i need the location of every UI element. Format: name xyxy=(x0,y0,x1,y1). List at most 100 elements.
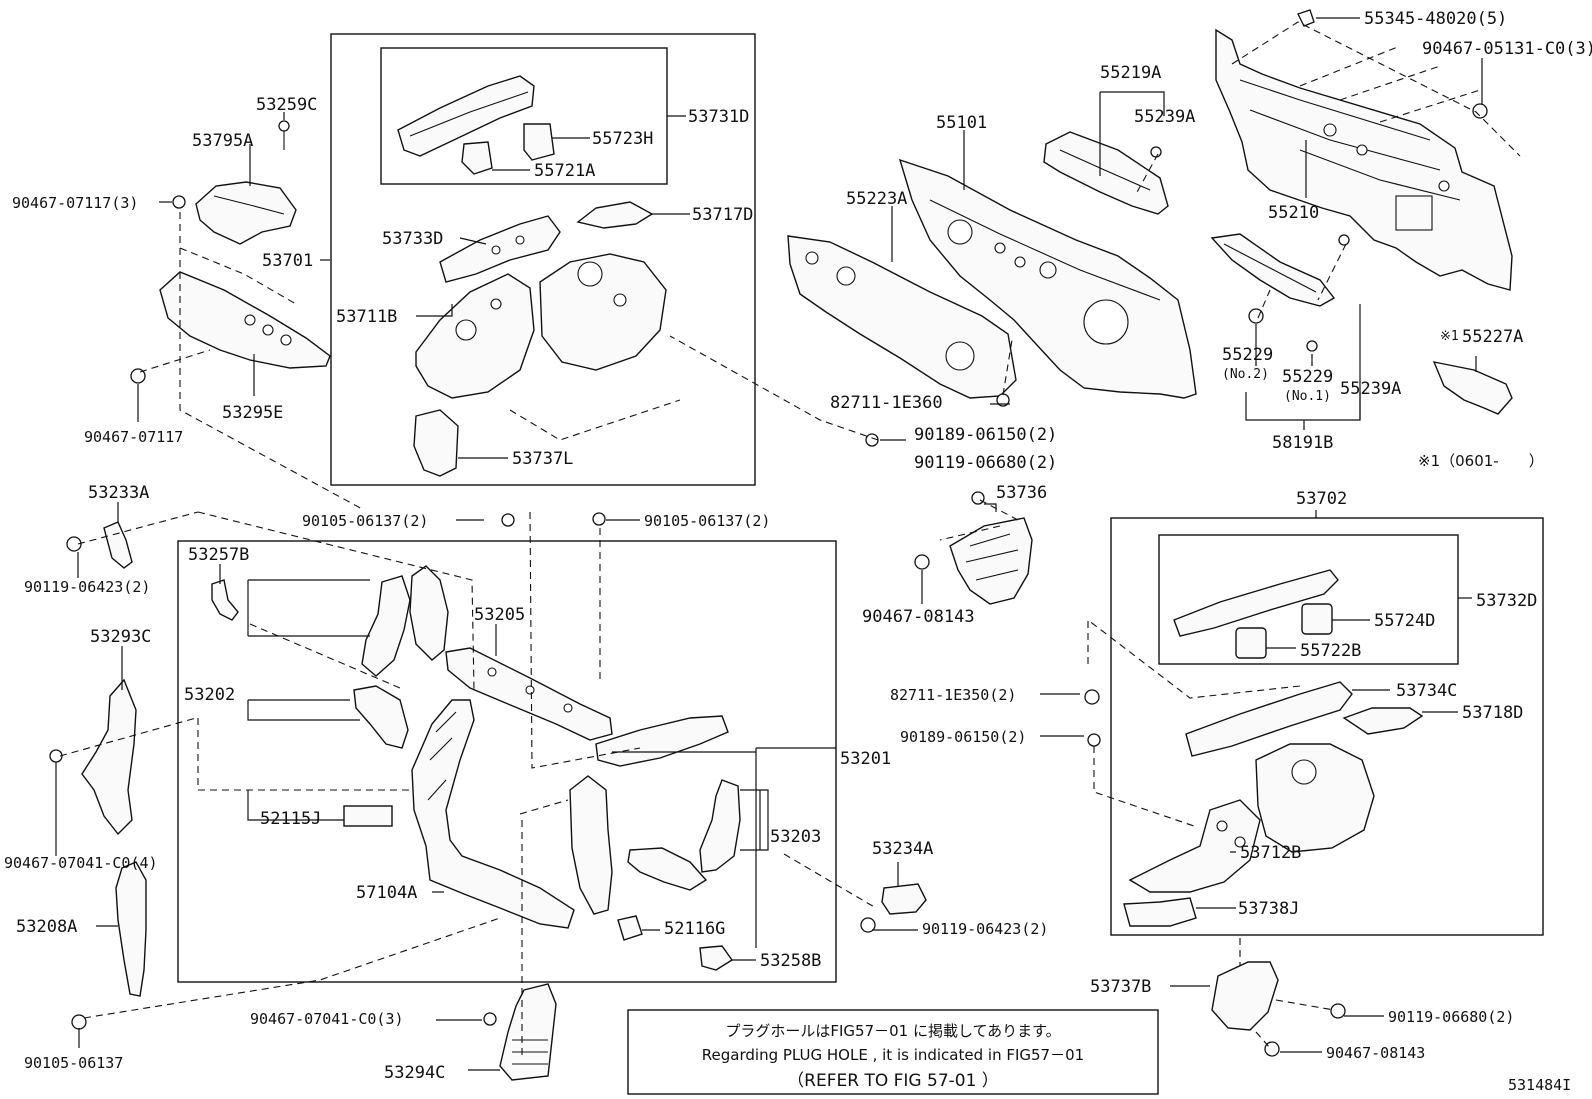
label-58191B: 58191B xyxy=(1272,433,1333,453)
label-55239A-top: 55239A xyxy=(1134,107,1195,127)
label-55219A: 55219A xyxy=(1100,63,1161,83)
label-90105-06137-a: 90105-06137(2) xyxy=(302,512,428,530)
label-53731D: 53731D xyxy=(688,107,749,127)
part-53717D xyxy=(576,201,654,229)
note-line-2: Regarding PLUG HOLE , it is indicated in… xyxy=(702,1046,1084,1064)
part-52115J xyxy=(343,805,393,827)
label-55229-no2: 55229 xyxy=(1222,345,1273,365)
part-53257B xyxy=(211,579,239,621)
label-90105-06137-b: 90105-06137(2) xyxy=(644,512,770,530)
label-53202: 53202 xyxy=(184,685,235,705)
label-53294C: 53294C xyxy=(384,1063,445,1083)
part-55210 xyxy=(1215,28,1513,291)
note-line-3: （REFER TO FIG 57-01 ） xyxy=(787,1071,999,1091)
part-55721A xyxy=(461,141,493,175)
part-55227A xyxy=(1432,361,1513,415)
part-53201-col xyxy=(569,775,613,915)
part-52116G xyxy=(617,915,643,941)
label-53257B: 53257B xyxy=(188,545,249,565)
label-55229-no1-sub: (No.1) xyxy=(1284,389,1331,404)
plug-hole-note: プラグホールはFIG57－01 に掲載してあります。 Regarding PLU… xyxy=(627,1009,1159,1095)
label-53203: 53203 xyxy=(770,827,821,847)
part-55101 xyxy=(898,158,1197,399)
label-53233A: 53233A xyxy=(88,483,149,503)
part-53258B xyxy=(699,945,734,971)
part-55722B xyxy=(1235,627,1267,659)
part-53208A xyxy=(115,861,147,997)
label-90119-06680-bot: 90119-06680(2) xyxy=(1388,1008,1514,1026)
label-53738J: 53738J xyxy=(1238,899,1299,919)
part-53201-right xyxy=(595,715,729,767)
note-line-1: プラグホールはFIG57－01 に掲載してあります。 xyxy=(725,1022,1060,1040)
label-90467-07041-4: 90467-07041-C0(4) xyxy=(4,854,158,872)
label-90467-08143-bot: 90467-08143 xyxy=(1326,1044,1425,1062)
label-53717D: 53717D xyxy=(692,205,753,225)
label-53795A: 53795A xyxy=(192,131,253,151)
part-53737B xyxy=(1211,961,1279,1031)
leader-lines xyxy=(55,17,1483,1071)
label-90467-05131: 90467-05131-C0(3) xyxy=(1422,39,1592,59)
label-90467-07117-3: 90467-07117(3) xyxy=(12,194,138,212)
part-53293C xyxy=(81,678,137,836)
label-55229-no2-sub: (No.2) xyxy=(1222,367,1269,382)
label-90119-06423-left: 90119-06423(2) xyxy=(24,578,150,596)
label-57104A: 57104A xyxy=(356,883,417,903)
label-55210: 55210 xyxy=(1268,203,1319,223)
part-53202-lower xyxy=(353,685,409,749)
part-shapes xyxy=(81,28,1513,1081)
label-53205: 53205 xyxy=(474,605,525,625)
part-wheelhouse-right xyxy=(1255,743,1375,853)
part-53731D xyxy=(397,75,535,157)
part-53718D xyxy=(1342,707,1424,735)
part-55724D xyxy=(1301,603,1333,635)
label-53736: 53736 xyxy=(996,483,1047,503)
label-55239A-bot: 55239A xyxy=(1340,379,1401,399)
part-53738J xyxy=(1123,897,1197,927)
label-55723H: 55723H xyxy=(592,129,653,149)
label-53201: 53201 xyxy=(840,749,891,769)
part-53234A xyxy=(881,883,927,915)
part-53233A xyxy=(103,521,133,569)
label-55229-no1: 55229 xyxy=(1282,367,1333,387)
part-55219A xyxy=(1043,131,1169,215)
part-53732D xyxy=(1173,569,1339,637)
group-box-53732D xyxy=(1158,534,1459,665)
label-82711-1E360: 82711-1E360 xyxy=(830,393,943,413)
part-53202-upper xyxy=(361,575,411,677)
label-53718D: 53718D xyxy=(1462,703,1523,723)
label-53737L: 53737L xyxy=(512,449,573,469)
part-53202-side xyxy=(409,565,449,661)
label-53259C: 53259C xyxy=(256,95,317,115)
label-90105-06137: 90105-06137 xyxy=(24,1054,123,1072)
assembly-lines xyxy=(59,21,1521,1060)
part-53712B xyxy=(1128,799,1261,893)
label-53258B: 53258B xyxy=(760,951,821,971)
group-box-53201 xyxy=(177,540,837,983)
part-52116G-bracket xyxy=(627,847,708,891)
label-53701: 53701 xyxy=(262,251,313,271)
label-90467-08143-mid: 90467-08143 xyxy=(862,607,975,627)
label-55721A: 55721A xyxy=(534,161,595,181)
label-82711-1E350: 82711-1E350(2) xyxy=(890,686,1016,704)
label-90119-06680-top: 90119-06680(2) xyxy=(914,453,1057,473)
label-55345-48020: 55345-48020(5) xyxy=(1364,9,1507,29)
part-53734C xyxy=(1185,681,1353,757)
label-53295E: 53295E xyxy=(222,403,283,423)
fasteners xyxy=(49,9,1488,1057)
label-53208A: 53208A xyxy=(16,917,77,937)
part-55723H xyxy=(523,123,555,161)
part-57104A xyxy=(411,699,575,929)
part-53203 xyxy=(699,779,741,873)
label-90189-06150-mid: 90189-06150(2) xyxy=(900,728,1026,746)
label-55722B: 55722B xyxy=(1300,641,1361,661)
label-53712B: 53712B xyxy=(1240,843,1301,863)
label-55223A: 55223A xyxy=(846,189,907,209)
label-52115J: 52115J xyxy=(260,809,321,829)
label-55724D: 55724D xyxy=(1374,611,1435,631)
part-53737L xyxy=(413,409,459,477)
label-53702: 53702 xyxy=(1296,489,1347,509)
part-53736 xyxy=(949,517,1033,605)
label-53293C: 53293C xyxy=(90,627,151,647)
part-wheelhouse-left xyxy=(539,253,667,371)
